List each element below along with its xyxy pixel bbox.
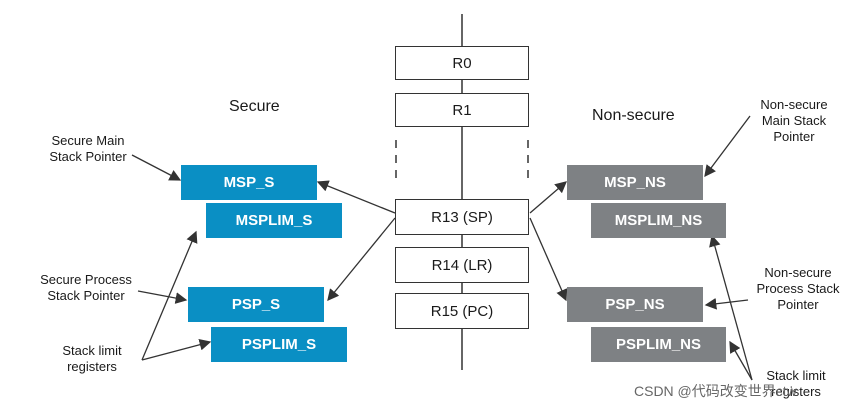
msplim-s-box: MSPLIM_S [206, 203, 342, 238]
arrow-label-secure-main [131, 154, 182, 181]
register-r15-pc: R15 (PC) [395, 293, 529, 329]
psp-ns-box: PSP_NS [567, 287, 703, 322]
label-ns-process-sp: Non-secure Process Stack Pointer [756, 265, 840, 312]
arrow-r13-psp-ns [529, 217, 568, 302]
arrow-r13-msp-ns [529, 181, 567, 214]
label-secure-main-sp: Secure Main Stack Pointer [49, 133, 127, 164]
arrow-label-ns-limit-msplim [709, 234, 753, 381]
watermark: CSDN @代码改变世界ctw [634, 383, 797, 399]
arrow-r13-msp-s [316, 180, 396, 214]
psplim-ns-box: PSPLIM_NS [591, 327, 726, 362]
arrow-label-limit-psplim [141, 339, 212, 361]
arrow-label-secure-process [137, 290, 188, 304]
label-secure-stack-limit: Stack limit registers [62, 343, 122, 374]
arrow-label-ns-main [704, 115, 751, 178]
msp-s-box: MSP_S [181, 165, 317, 200]
register-r0: R0 [395, 46, 529, 80]
arrow-label-ns-limit-psplim [729, 340, 753, 381]
arrow-label-limit-msplim [141, 230, 198, 361]
msp-ns-box: MSP_NS [567, 165, 703, 200]
label-secure-process-sp: Secure Process Stack Pointer [40, 272, 132, 303]
label-ns-main-sp: Non-secure Main Stack Pointer [760, 97, 828, 144]
arrow-label-ns-process [704, 297, 749, 310]
register-r1: R1 [395, 93, 529, 127]
msplim-ns-box: MSPLIM_NS [591, 203, 726, 238]
psp-s-box: PSP_S [188, 287, 324, 322]
non-secure-header: Non-secure [592, 107, 675, 124]
secure-header: Secure [229, 98, 280, 115]
register-r14-lr: R14 (LR) [395, 247, 529, 283]
label-ns-stack-limit: Stack limit registers [766, 368, 826, 399]
psplim-s-box: PSPLIM_S [211, 327, 347, 362]
register-r13-sp: R13 (SP) [395, 199, 529, 235]
arrow-r13-psp-s [327, 217, 396, 302]
